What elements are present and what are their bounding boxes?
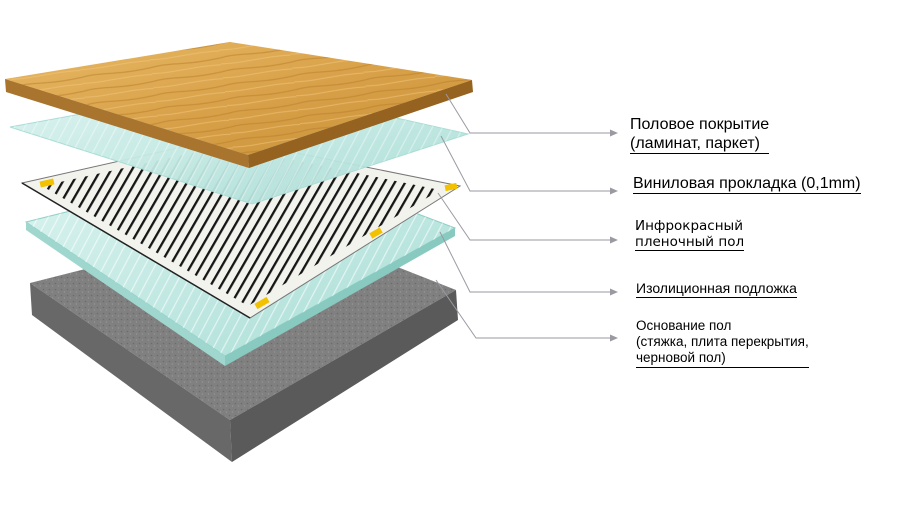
leader-arrowheads bbox=[610, 129, 618, 342]
leader-line-wood bbox=[445, 93, 612, 134]
label-line: Инфрокрасный bbox=[635, 218, 743, 234]
leader-line-insulation bbox=[439, 231, 612, 293]
label-line: (ламинат, паркет) bbox=[630, 135, 760, 153]
label-vinyl-gasket: Виниловая прокладка (0,1mm) bbox=[633, 174, 861, 195]
leader-line-vinyl bbox=[440, 135, 612, 192]
label-line: Изолиционная подложка bbox=[636, 280, 797, 296]
label-floor-covering: Половое покрытие (ламинат, паркет) bbox=[630, 115, 770, 155]
leader-line-base bbox=[435, 279, 612, 339]
label-infrared-film: Инфрокрасный пленочный пол bbox=[635, 218, 745, 252]
label-line: пленочный пол bbox=[635, 234, 745, 251]
arrowhead-icon bbox=[610, 288, 618, 296]
heating-film-layer bbox=[20, 137, 462, 319]
leader-lines bbox=[435, 93, 612, 339]
label-line: (стяжка, плита перекрытия, bbox=[636, 334, 809, 350]
contact-strip bbox=[369, 227, 383, 239]
label-line: Основание пол bbox=[636, 318, 732, 333]
label-floor-base: Основание пол (стяжка, плита перекрытия,… bbox=[636, 318, 809, 368]
label-line: черновой пол) bbox=[636, 350, 726, 366]
contact-strip bbox=[39, 178, 55, 188]
arrowhead-icon bbox=[610, 334, 618, 342]
leader-line-film bbox=[437, 192, 612, 241]
wood-flooring-layer bbox=[5, 42, 473, 168]
label-line: Виниловая прокладка (0,1mm) bbox=[633, 175, 861, 192]
arrowhead-icon bbox=[610, 236, 618, 244]
contact-strip bbox=[254, 296, 270, 310]
label-insulation-underlay: Изолиционная подложка bbox=[636, 280, 797, 298]
arrowhead-icon bbox=[610, 187, 618, 195]
label-line: Половое покрытие bbox=[630, 116, 770, 133]
contact-strip bbox=[444, 182, 458, 192]
arrowhead-icon bbox=[610, 129, 618, 137]
